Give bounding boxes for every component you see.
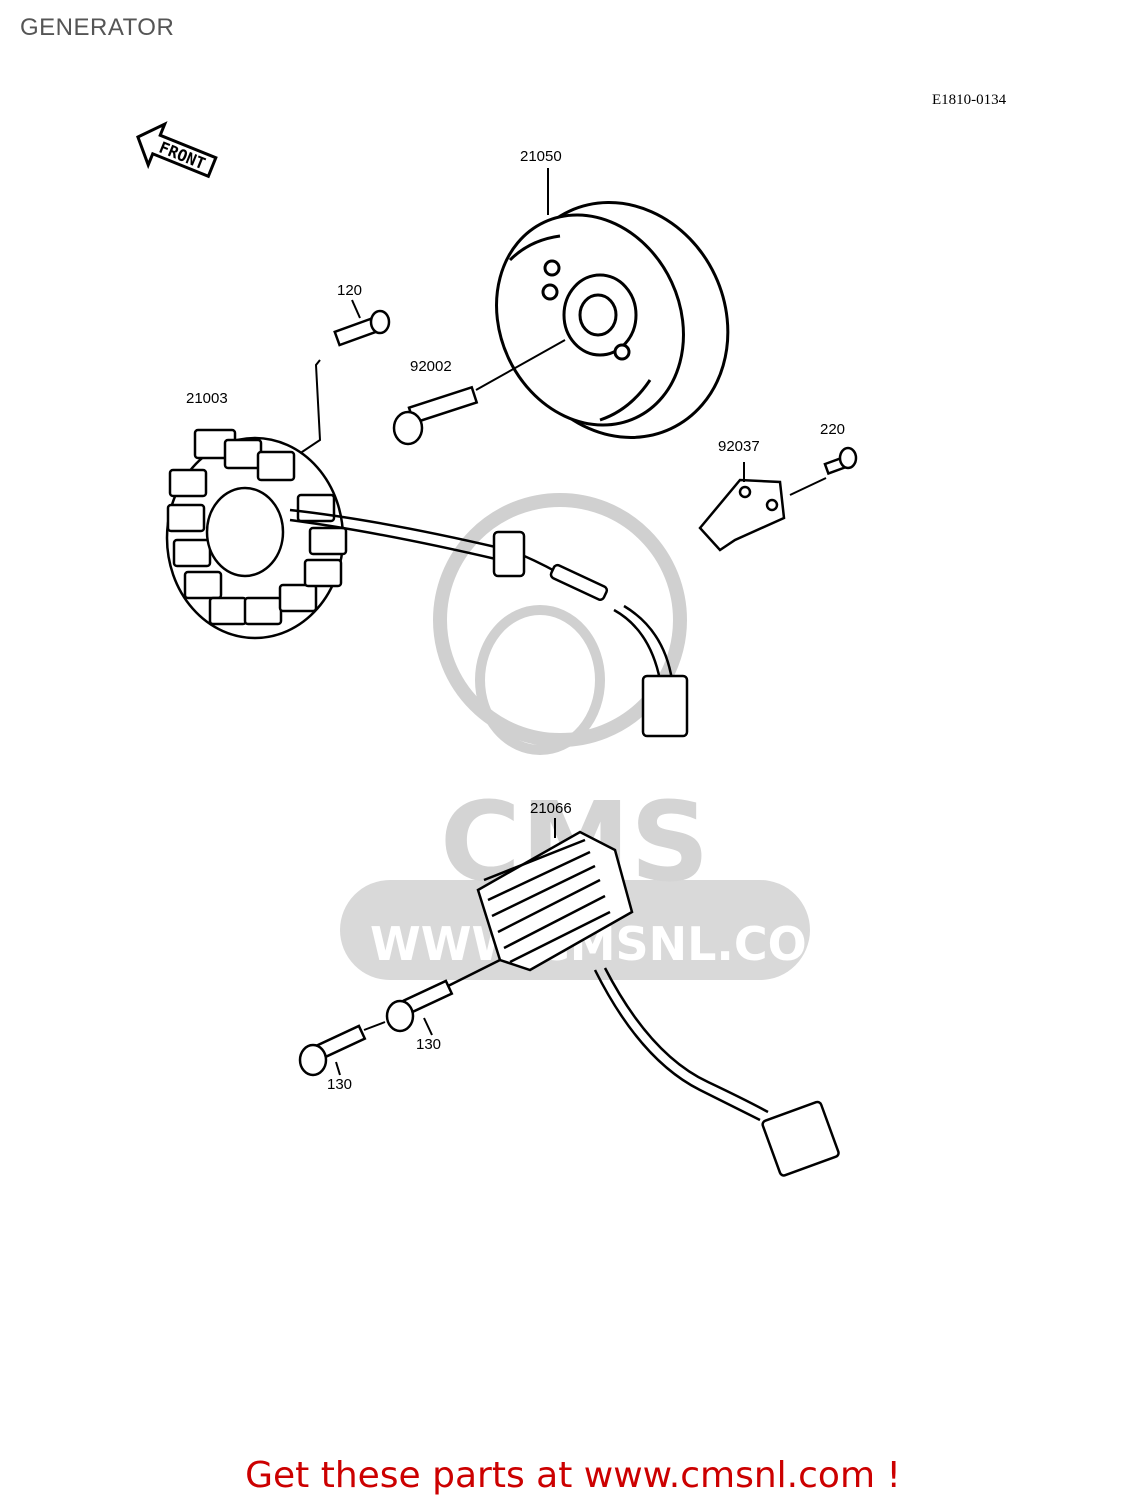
part-label-120[interactable]: 120 (337, 282, 363, 299)
part-label-21050[interactable]: 21050 (520, 148, 562, 165)
rotor-flywheel-icon[interactable] (463, 167, 766, 473)
drawing-code: E1810-0134 (932, 92, 1007, 108)
part-label-21003[interactable]: 21003 (186, 390, 228, 407)
part-label-92037[interactable]: 92037 (718, 438, 760, 455)
page-title: GENERATOR (20, 14, 175, 41)
leader-220 (789, 477, 827, 496)
part-label-130-upper[interactable]: 130 (416, 1036, 442, 1053)
bolt-120-icon[interactable] (333, 309, 391, 347)
bolt-130-upper-icon[interactable] (385, 979, 454, 1033)
part-label-220[interactable]: 220 (820, 421, 846, 438)
bolt-92002-icon[interactable] (392, 385, 479, 446)
leader-120 (351, 299, 361, 319)
leader-130-lower (335, 1061, 341, 1076)
regulator-harness-icon (439, 958, 840, 1177)
stator-coil-icon[interactable] (165, 428, 348, 640)
footer-cms-link[interactable]: Get these parts at www.cmsnl.com ! (245, 1455, 901, 1496)
screw-220-icon[interactable] (823, 446, 858, 476)
part-label-92002[interactable]: 92002 (410, 358, 452, 375)
leader-130-upper (423, 1017, 433, 1036)
stator-harness-icon (289, 508, 689, 738)
leader-21003 (289, 359, 322, 461)
leader-92002 (475, 339, 566, 391)
part-label-21066[interactable]: 21066 (530, 800, 572, 817)
leader-130-joint (363, 1021, 386, 1031)
bracket-92037-icon[interactable] (698, 478, 786, 552)
watermark-url: WWW.CMSNL.COM (370, 917, 853, 971)
part-label-130-lower[interactable]: 130 (327, 1076, 353, 1093)
bolt-130-lower-icon[interactable] (298, 1024, 367, 1077)
parts-diagram: CMS WWW.CMSNL.COM FRONT (136, 121, 858, 1177)
front-arrow-icon: FRONT (136, 121, 218, 179)
watermark-logo: CMS WWW.CMSNL.COM (340, 493, 853, 980)
